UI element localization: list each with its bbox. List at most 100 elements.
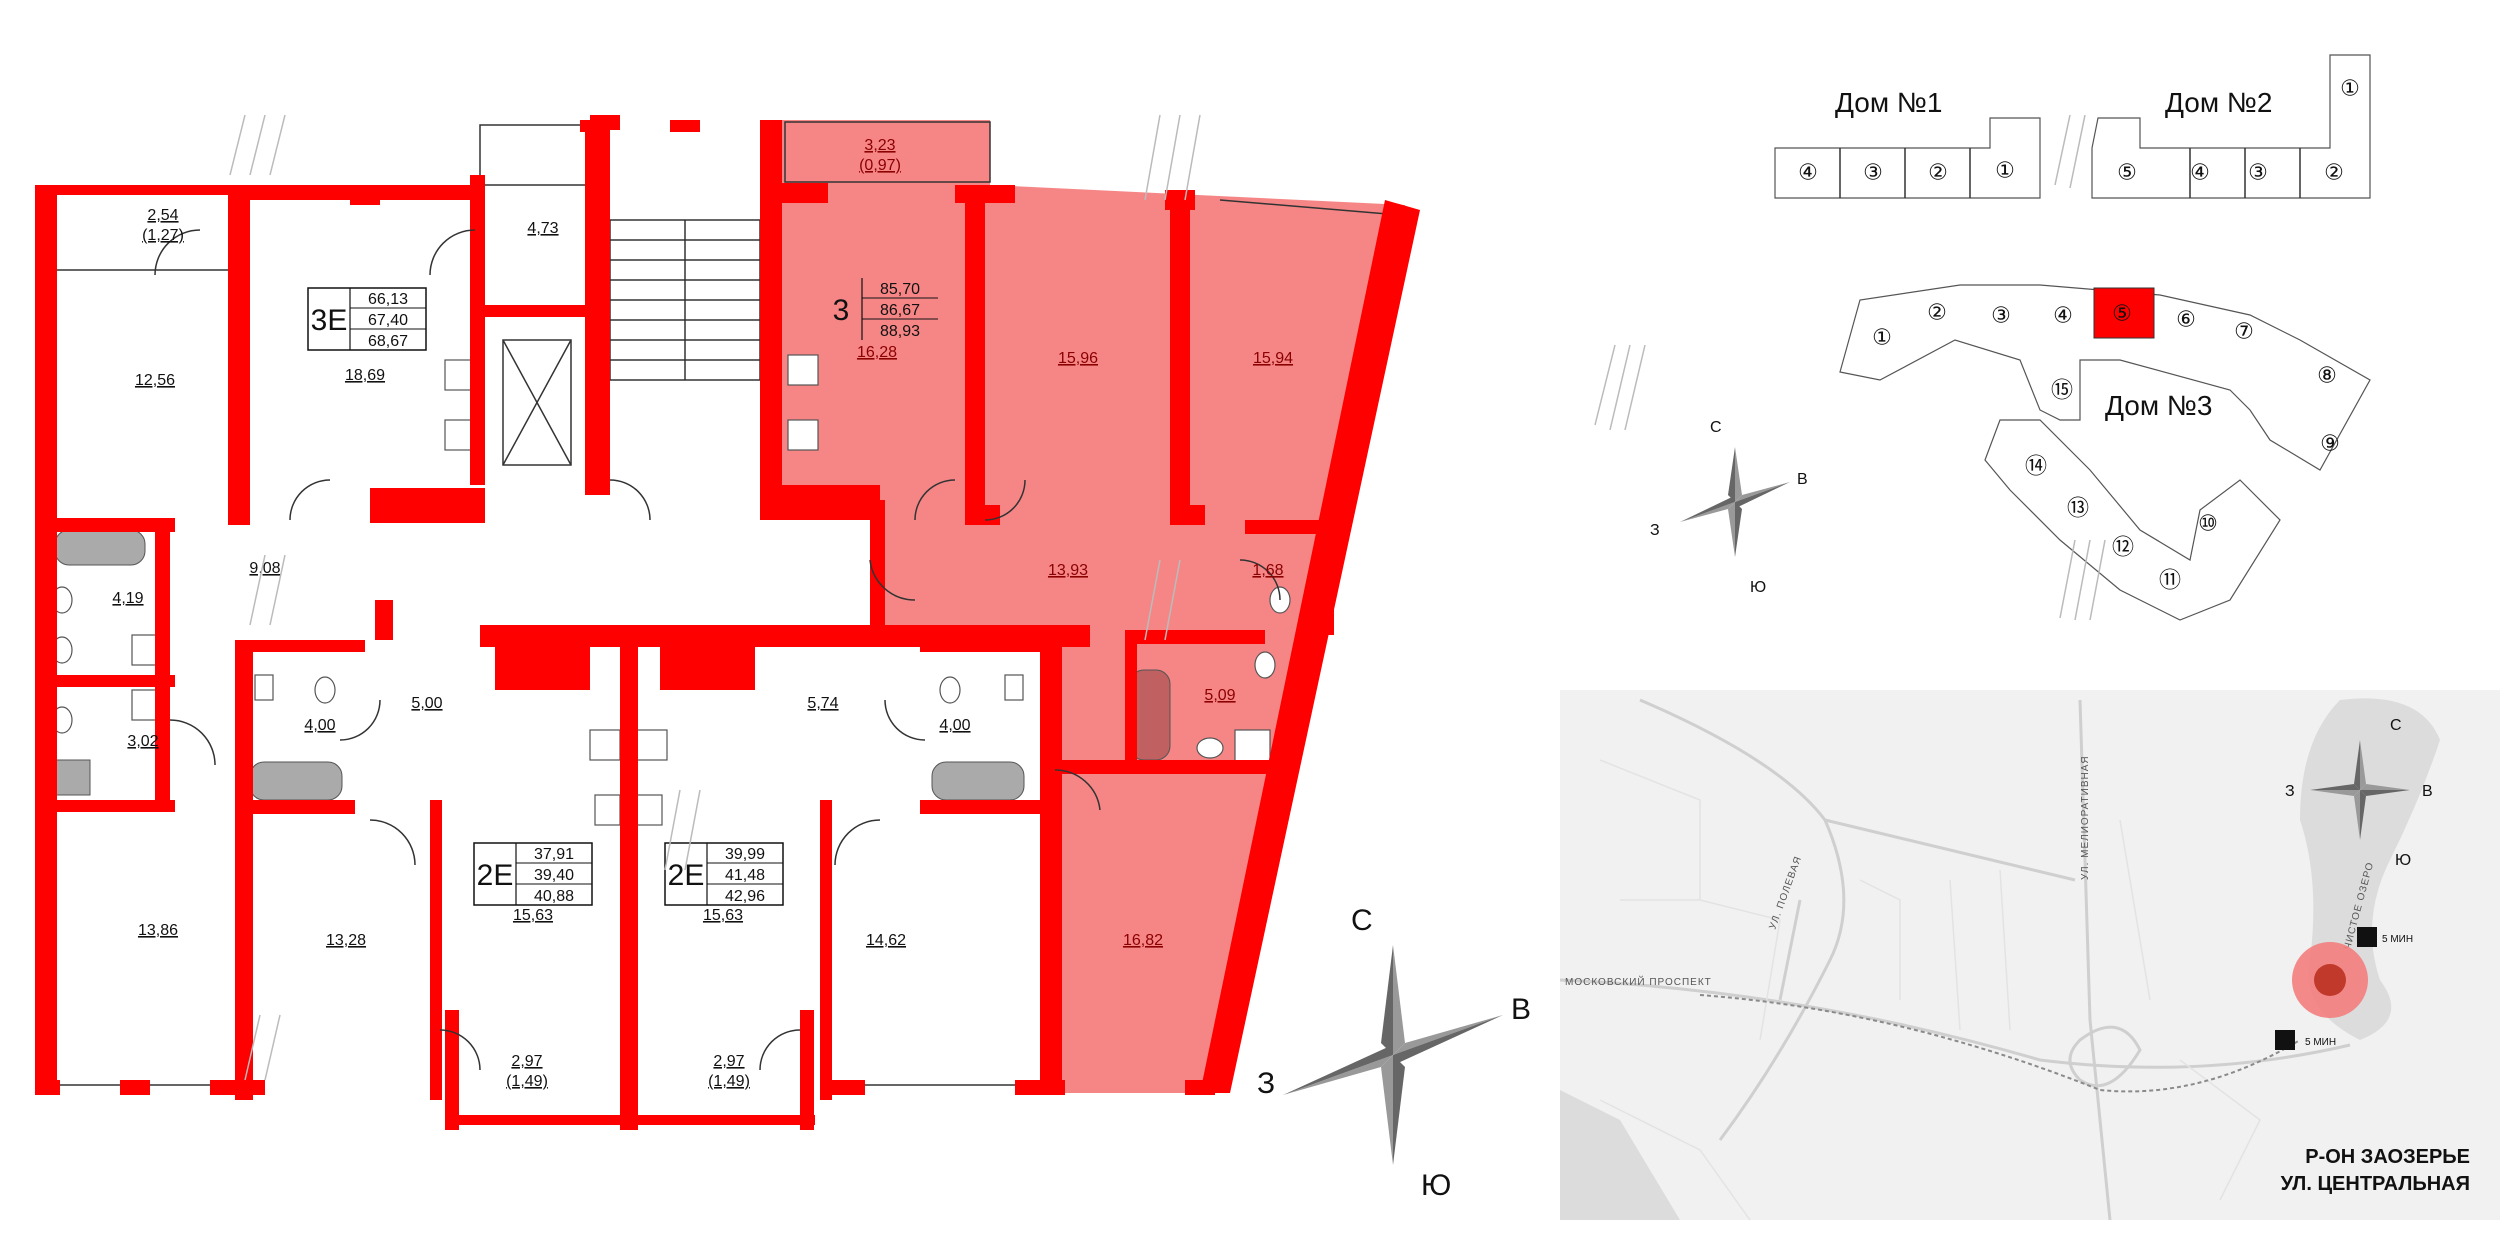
- road-label-moskovsky: МОСКОВСКИЙ ПРОСПЕКТ: [1565, 975, 1712, 988]
- map-compass-north: С: [2390, 717, 2402, 734]
- section-number[interactable]: ⑧: [2317, 363, 2337, 388]
- apartment-area: 39,99: [725, 846, 765, 863]
- apartment-type: 2Е: [477, 859, 514, 892]
- room-area-label: 12,56: [135, 372, 175, 389]
- section-number[interactable]: ①: [1872, 325, 1892, 350]
- house1-sections: ④ ③ ② ①: [1798, 158, 2015, 185]
- room-area-label: (1,49): [708, 1073, 750, 1090]
- district-line-1: Р-ОН ЗАОЗЕРЬЕ: [2305, 1146, 2470, 1168]
- section-number[interactable]: ④: [2053, 303, 2073, 328]
- room-area-label: 2,54: [147, 207, 178, 224]
- room-area-label: 5,00: [411, 695, 442, 712]
- apartment-type: 3Е: [311, 304, 348, 337]
- apartment-area: 88,93: [880, 323, 920, 340]
- house3-outline-top: [1839, 284, 2371, 471]
- room-area-label: 15,63: [513, 907, 553, 924]
- house1-outline: [1774, 117, 2041, 199]
- apartment-area: 39,40: [534, 867, 574, 884]
- location-marker-icon: [2314, 964, 2346, 996]
- selected-room-area-label: 1,68: [1252, 562, 1283, 579]
- room-area-label: (1,27): [142, 227, 184, 244]
- transit-time-2: 5 МИН: [2305, 1037, 2336, 1048]
- door-swings: [154, 229, 1281, 1071]
- section-number[interactable]: ⑤: [2112, 301, 2132, 326]
- room-area-label: 4,19: [112, 590, 143, 607]
- house2-label: Дом №2: [2165, 87, 2273, 118]
- railway: [1699, 994, 2301, 1093]
- section-number[interactable]: ④: [2190, 160, 2210, 185]
- selected-room-area-label: 15,96: [1058, 350, 1098, 367]
- selected-room-area-label: 3,23: [864, 137, 895, 154]
- section-number[interactable]: ⑨: [2320, 431, 2340, 456]
- room-area-label: 13,86: [138, 922, 178, 939]
- map-compass-west: З: [2285, 783, 2295, 800]
- house2-sections: ① ⑤ ④ ③ ②: [2117, 76, 2360, 185]
- selected-room-area-label: 13,93: [1048, 562, 1088, 579]
- section-number[interactable]: ②: [1928, 160, 1948, 185]
- selected-room-area-label: 16,28: [857, 344, 897, 361]
- room-area-label: 2,97: [713, 1053, 744, 1070]
- section-number[interactable]: ①: [2340, 76, 2360, 101]
- site-compass-east: В: [1797, 471, 1808, 488]
- tree-decorations: [229, 114, 2106, 1081]
- room-area-label: 2,97: [511, 1053, 542, 1070]
- walls: [35, 115, 1420, 1130]
- compass-north: С: [1351, 904, 1373, 937]
- section-number[interactable]: ①: [1995, 158, 2015, 183]
- room-area-label: 4,73: [527, 220, 558, 237]
- section-number[interactable]: ⑦: [2234, 319, 2254, 344]
- map-compass-east: В: [2422, 783, 2433, 800]
- shower-tray: [54, 759, 91, 796]
- section-number[interactable]: ②: [1927, 300, 1947, 325]
- bathtubs: [54, 529, 1171, 801]
- map-compass: С В Ю З: [2285, 717, 2433, 869]
- elevator-shaft: [502, 339, 572, 466]
- section-number[interactable]: ⑫: [2112, 535, 2134, 560]
- section-number[interactable]: ④: [1798, 160, 1818, 185]
- room-area-label: (1,49): [506, 1073, 548, 1090]
- section-number[interactable]: ⑬: [2067, 496, 2089, 521]
- room-area-label: 9,08: [249, 560, 280, 577]
- section-number[interactable]: ⑥: [2176, 307, 2196, 332]
- selected-apartment-fill[interactable]: [780, 120, 1405, 1093]
- selected-section-highlight[interactable]: [2093, 287, 2155, 339]
- floorplan-compass: С В Ю З: [1257, 904, 1531, 1202]
- section-number[interactable]: ⑤: [2117, 160, 2137, 185]
- section-number[interactable]: ⑭: [2025, 454, 2047, 479]
- apartment-area: 85,70: [880, 281, 920, 298]
- apartment-area: 66,13: [368, 291, 408, 308]
- room-area-label: 4,00: [939, 717, 970, 734]
- section-number[interactable]: ⑪: [2159, 568, 2181, 593]
- room-area-label: 18,69: [345, 367, 385, 384]
- staircase: [609, 219, 761, 381]
- selected-room-area-label: (0,97): [859, 157, 901, 174]
- section-number[interactable]: ②: [2324, 160, 2344, 185]
- apartment-area: 40,88: [534, 888, 574, 905]
- site-compass-south: Ю: [1750, 579, 1766, 596]
- site-compass: С В Ю З: [1650, 419, 1808, 596]
- room-area-label: 3,02: [127, 733, 158, 750]
- house3-outline-bottom: [1984, 419, 2281, 621]
- apartment-badge[interactable]: 2Е 37,91 39,40 40,88: [473, 842, 593, 906]
- apartment-area: 37,91: [534, 846, 574, 863]
- map-compass-south: Ю: [2395, 852, 2411, 869]
- district-line-2: УЛ. ЦЕНТРАЛЬНАЯ: [2281, 1173, 2470, 1195]
- apartment-area: 41,48: [725, 867, 765, 884]
- section-number[interactable]: ③: [1991, 303, 2011, 328]
- compass-east: В: [1511, 993, 1531, 1026]
- apartment-area: 67,40: [368, 312, 408, 329]
- road-label-meliorativnaya: УЛ. МЕЛИОРАТИВНАЯ: [2080, 755, 2091, 880]
- section-number[interactable]: ⑮: [2051, 378, 2073, 403]
- room-area-label: 4,00: [304, 717, 335, 734]
- house3-label: Дом №3: [2105, 390, 2213, 421]
- section-number[interactable]: ③: [2248, 160, 2268, 185]
- section-number[interactable]: ③: [1863, 160, 1883, 185]
- site-compass-north: С: [1710, 419, 1722, 436]
- section-number[interactable]: ⑩: [2198, 511, 2218, 536]
